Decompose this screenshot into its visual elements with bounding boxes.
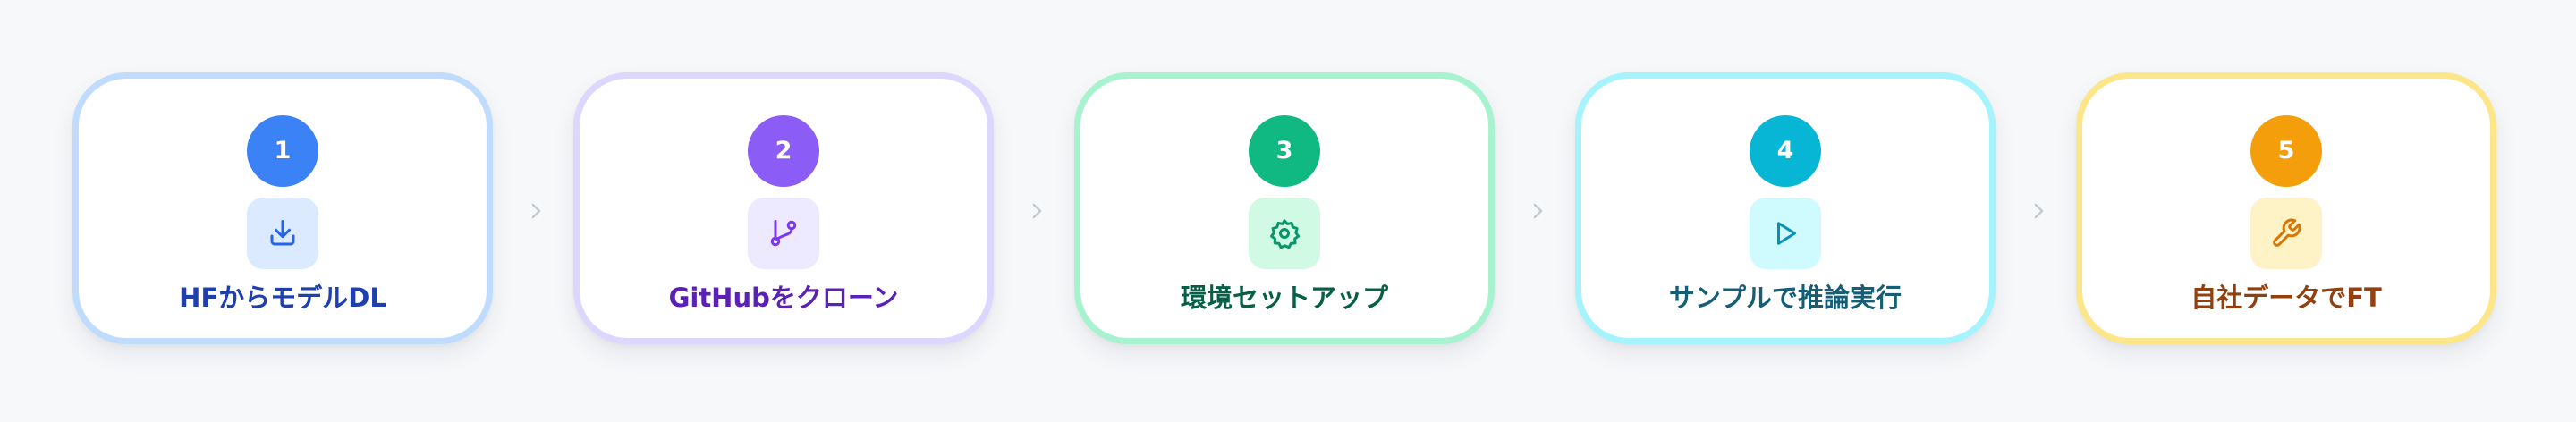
step-number-badge: 5: [2250, 115, 2322, 187]
step-number-badge: 4: [1750, 115, 1821, 187]
step-card-3: 3 環境セットアップ: [1074, 72, 1495, 344]
chevron-right-icon: [531, 203, 541, 219]
download-icon: [247, 198, 318, 269]
chevron-right-icon: [1533, 203, 1543, 219]
step-label: 自社データでFT: [2190, 283, 2382, 313]
step-card-5: 5 自社データでFT: [2076, 72, 2496, 344]
step-number-badge: 2: [748, 115, 819, 187]
step-label: HFからモデルDL: [179, 283, 386, 313]
git-branch-icon: [748, 198, 819, 269]
step-number-badge: 1: [247, 115, 318, 187]
chevron-right-icon: [2034, 203, 2044, 219]
step-label: GitHubをクローン: [668, 283, 899, 313]
wrench-icon: [2250, 198, 2322, 269]
step-label: サンプルで推論実行: [1668, 283, 1902, 313]
step-label: 環境セットアップ: [1180, 283, 1388, 313]
gear-icon: [1249, 198, 1320, 269]
step-number-badge: 3: [1249, 115, 1320, 187]
chevron-right-icon: [1032, 203, 1042, 219]
step-card-4: 4 サンプルで推論実行: [1575, 72, 1996, 344]
step-card-2: 2 GitHubをクローン: [573, 72, 994, 344]
step-card-1: 1 HFからモデルDL: [72, 72, 493, 344]
play-icon: [1750, 198, 1821, 269]
